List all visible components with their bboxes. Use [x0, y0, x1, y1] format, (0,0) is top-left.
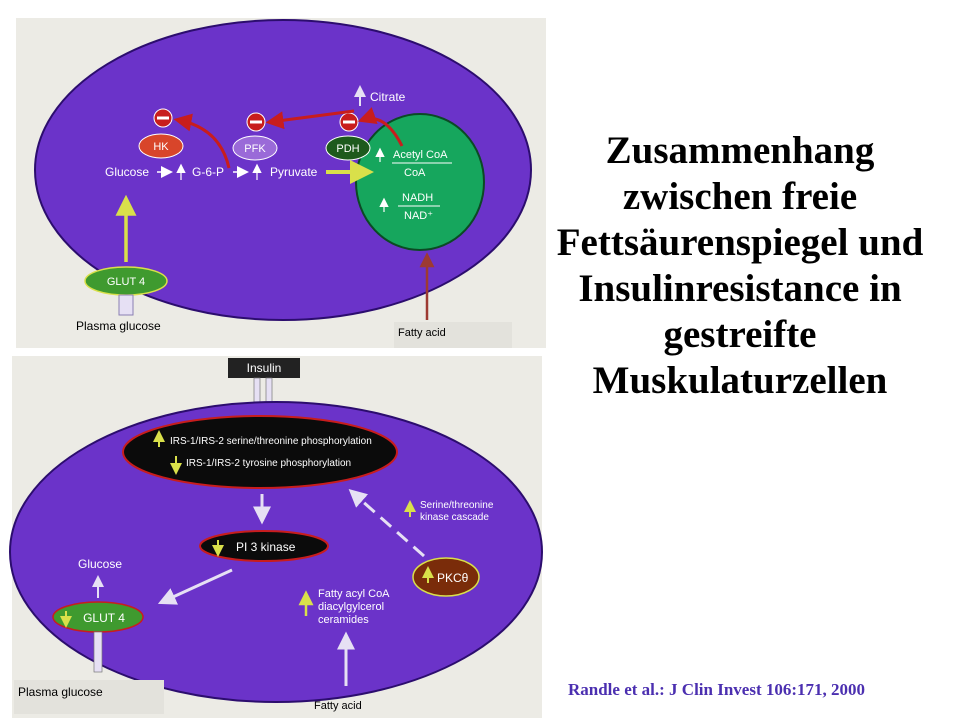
- g6p-label: G-6-P: [192, 165, 224, 179]
- hk-enzyme: [138, 133, 184, 159]
- pfk-inhibition-icon: [246, 112, 266, 132]
- glut4-top-channel: [118, 294, 134, 316]
- title-line-2: zwischen freie: [622, 175, 858, 218]
- irs-line2-label: IRS-1/IRS-2 tyrosine phosphorylation: [186, 458, 351, 469]
- pi3k-oval: [199, 530, 329, 562]
- mitochondrion: [355, 113, 485, 251]
- pdh-inhibition-icon: [339, 112, 359, 132]
- acetylcoa-label: Acetyl CoA: [393, 149, 448, 161]
- plasma-glucose-bottom-label-box: [14, 680, 164, 714]
- citrate-inhibits-pfk-arrow: [265, 109, 355, 130]
- pfk-enzyme: [232, 135, 278, 161]
- title-line-4: Insulinresistance in: [578, 267, 902, 310]
- pdh-label: PDH: [336, 143, 359, 155]
- fatty-acid-bottom-label: Fatty acid: [314, 700, 362, 712]
- fatty-acid-top-label: Fatty acid: [398, 327, 446, 339]
- plasma-glucose-bottom-label: Plasma glucose: [18, 685, 103, 699]
- fatty-acid-top-label-box: [394, 322, 512, 348]
- irs-line1-label: IRS-1/IRS-2 serine/threonine phosphoryla…: [170, 436, 372, 447]
- glut4-bottom-channel: [93, 631, 103, 673]
- title-line-1: Zusammenhang: [605, 129, 875, 172]
- nadh-label: NADH: [402, 192, 433, 204]
- title-line-5: gestreifte: [663, 313, 817, 356]
- citrate-label: Citrate: [370, 90, 406, 104]
- pi3k-label: PI 3 kinase: [236, 540, 296, 554]
- pi3k-to-glut4-arrow: [157, 568, 233, 605]
- hk-inhibition-icon: [153, 108, 173, 128]
- fatty-acyl-line2: diacylgylcerol: [318, 601, 384, 613]
- hk-label: HK: [153, 141, 169, 153]
- title-line-6: Muskulaturzellen: [592, 359, 888, 402]
- irs-oval: [122, 415, 398, 489]
- plasma-glucose-top-label: Plasma glucose: [76, 319, 161, 333]
- slide-title: Zusammenhang zwischen freie Fettsäurensp…: [540, 128, 940, 404]
- pdh-enzyme: [325, 135, 371, 161]
- glucose-label: Glucose: [105, 165, 149, 179]
- title-line-3: Fettsäurenspiegel und: [556, 221, 924, 264]
- g6p-inhibits-hk-arrow: [173, 113, 231, 169]
- glucose-bottom-label: Glucose: [78, 557, 122, 571]
- insulin-label: Insulin: [247, 361, 282, 375]
- acetylcoa-inhibits-pdh-arrow: [357, 107, 404, 147]
- coa-label: CoA: [404, 167, 426, 179]
- glut4-bottom-label: GLUT 4: [83, 611, 125, 625]
- fatty-acyl-line1: Fatty acyl CoA: [318, 588, 390, 600]
- fatty-acyl-line3: ceramides: [318, 614, 369, 626]
- insulin-box: [228, 358, 300, 378]
- cascade-line1-label: Serine/threonine: [420, 500, 494, 511]
- pkc-label: PKCθ: [437, 571, 469, 585]
- pyruvate-label: Pyruvate: [270, 165, 318, 179]
- pfk-label: PFK: [244, 143, 266, 155]
- nad-label: NAD⁺: [404, 210, 433, 222]
- cascade-line2-label: kinase cascade: [420, 512, 489, 523]
- pkc-to-irs-dashed-arrow: [348, 489, 425, 558]
- citation: Randle et al.: J Clin Invest 106:171, 20…: [568, 680, 866, 699]
- glut4-top-label: GLUT 4: [107, 276, 145, 288]
